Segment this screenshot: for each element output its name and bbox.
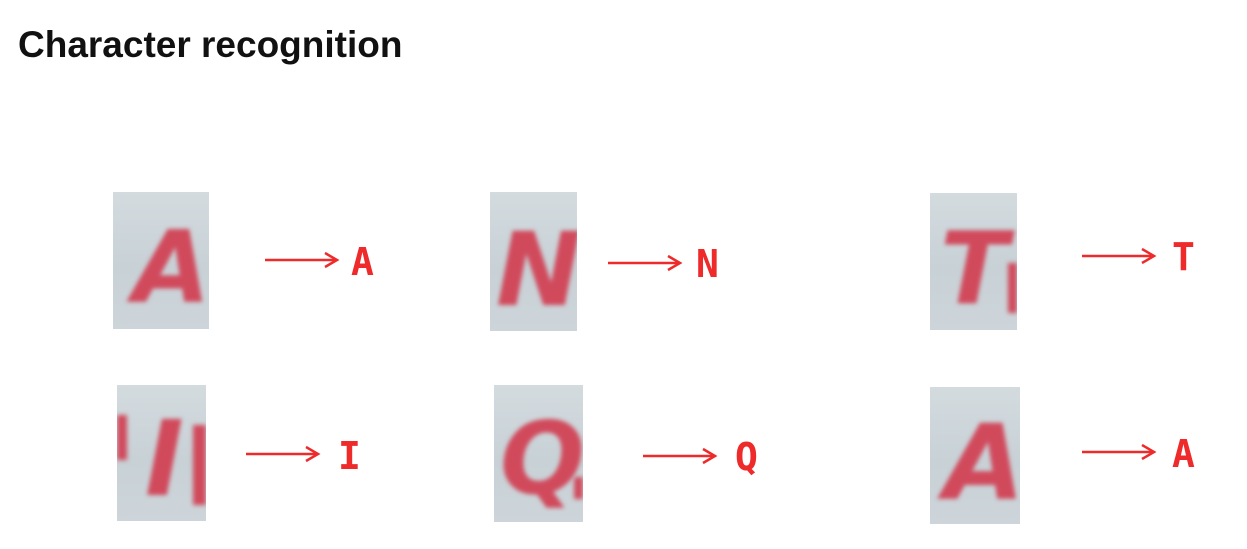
partial-glyph-fragment [193, 425, 206, 505]
character-patch-image: N [490, 192, 577, 331]
character-patch-image: T [930, 193, 1017, 330]
right-arrow-icon [608, 254, 683, 272]
right-arrow-icon [1082, 247, 1157, 265]
patch-glyph: I [145, 398, 184, 520]
predicted-label: I [338, 434, 361, 478]
patch-glyph: A [133, 209, 209, 326]
patch-glyph: Q [500, 400, 583, 517]
predicted-label: A [1172, 432, 1195, 476]
partial-glyph-fragment [1008, 263, 1017, 313]
character-patch-image: A [930, 387, 1020, 524]
patch-glyph: T [940, 210, 1009, 327]
right-arrow-icon [246, 445, 321, 463]
predicted-label: T [1172, 235, 1195, 279]
character-patch-image: A [113, 192, 209, 329]
partial-glyph-fragment [117, 415, 127, 460]
character-patch-image: Q [494, 385, 583, 522]
predicted-label: N [696, 242, 719, 286]
predicted-label: Q [735, 435, 758, 479]
patch-glyph: N [496, 211, 577, 330]
right-arrow-icon [265, 251, 340, 269]
patch-glyph: A [944, 402, 1020, 524]
predicted-label: A [351, 240, 374, 284]
partial-glyph-fragment [574, 477, 583, 499]
right-arrow-icon [1082, 443, 1157, 461]
character-patch-image: I [117, 385, 206, 521]
slide-title: Character recognition [18, 24, 403, 65]
right-arrow-icon [643, 447, 718, 465]
